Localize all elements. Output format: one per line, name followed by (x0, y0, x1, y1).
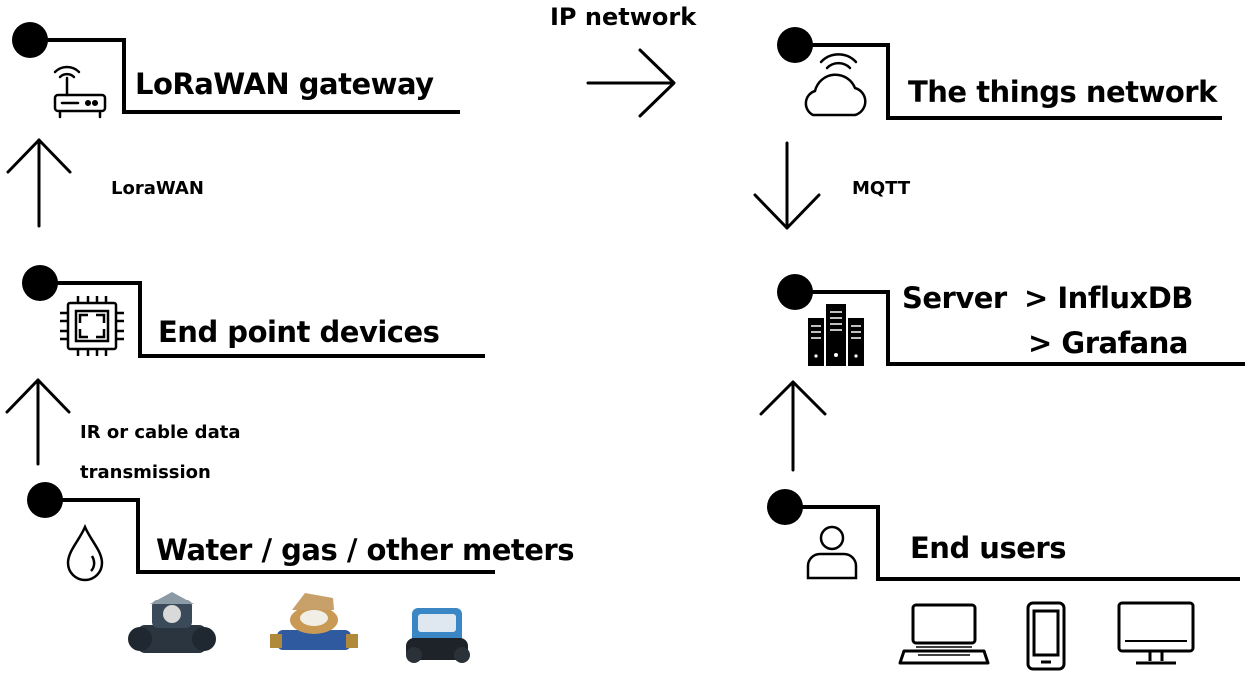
ir-label-line2: transmission (80, 462, 211, 483)
smart-meter-icon (406, 608, 470, 663)
user-icon (806, 525, 858, 580)
router-icon (53, 65, 107, 119)
end-users-dot (767, 489, 803, 525)
ir-label-line1: IR or cable data (80, 422, 241, 443)
cloud-icon (804, 53, 867, 117)
water-meter-2-icon (270, 593, 358, 650)
lorawan-arrow (6, 138, 72, 228)
gateway-dot (12, 22, 48, 58)
end-users-bracket (785, 505, 1240, 581)
ip-network-arrow (586, 48, 676, 118)
laptop-icon (898, 603, 990, 665)
ttn-bracket (795, 43, 1222, 120)
ttn-label: The things network (908, 75, 1217, 109)
meters-bracket (45, 498, 495, 574)
server-item-grafana: > Grafana (1028, 326, 1188, 360)
server-rack-icon (808, 304, 864, 366)
end-point-dot (22, 265, 58, 301)
water-drop-icon (66, 523, 104, 582)
ip-network-label: IP network (550, 3, 697, 31)
chip-icon (60, 296, 124, 356)
server-dot (777, 274, 813, 310)
smartphone-icon (1026, 601, 1066, 671)
ttn-dot (777, 27, 813, 63)
end-users-arrow (759, 380, 827, 472)
mqtt-arrow (753, 141, 821, 230)
end-point-label: End point devices (158, 315, 440, 349)
mqtt-label: MQTT (852, 178, 911, 199)
ir-arrow (5, 378, 71, 466)
meters-label: Water / gas / other meters (156, 533, 575, 567)
water-meter-1-icon (128, 592, 216, 653)
server-bracket (795, 290, 1245, 366)
gateway-label: LoRaWAN gateway (135, 67, 434, 101)
server-label: Server (902, 281, 1007, 315)
end-point-bracket (40, 281, 485, 358)
monitor-icon (1117, 601, 1195, 665)
end-users-label: End users (910, 531, 1066, 565)
gateway-bracket (30, 38, 460, 114)
meters-dot (27, 482, 63, 518)
server-item-influxdb: > InfluxDB (1024, 281, 1193, 315)
lorawan-label: LoraWAN (111, 178, 204, 199)
